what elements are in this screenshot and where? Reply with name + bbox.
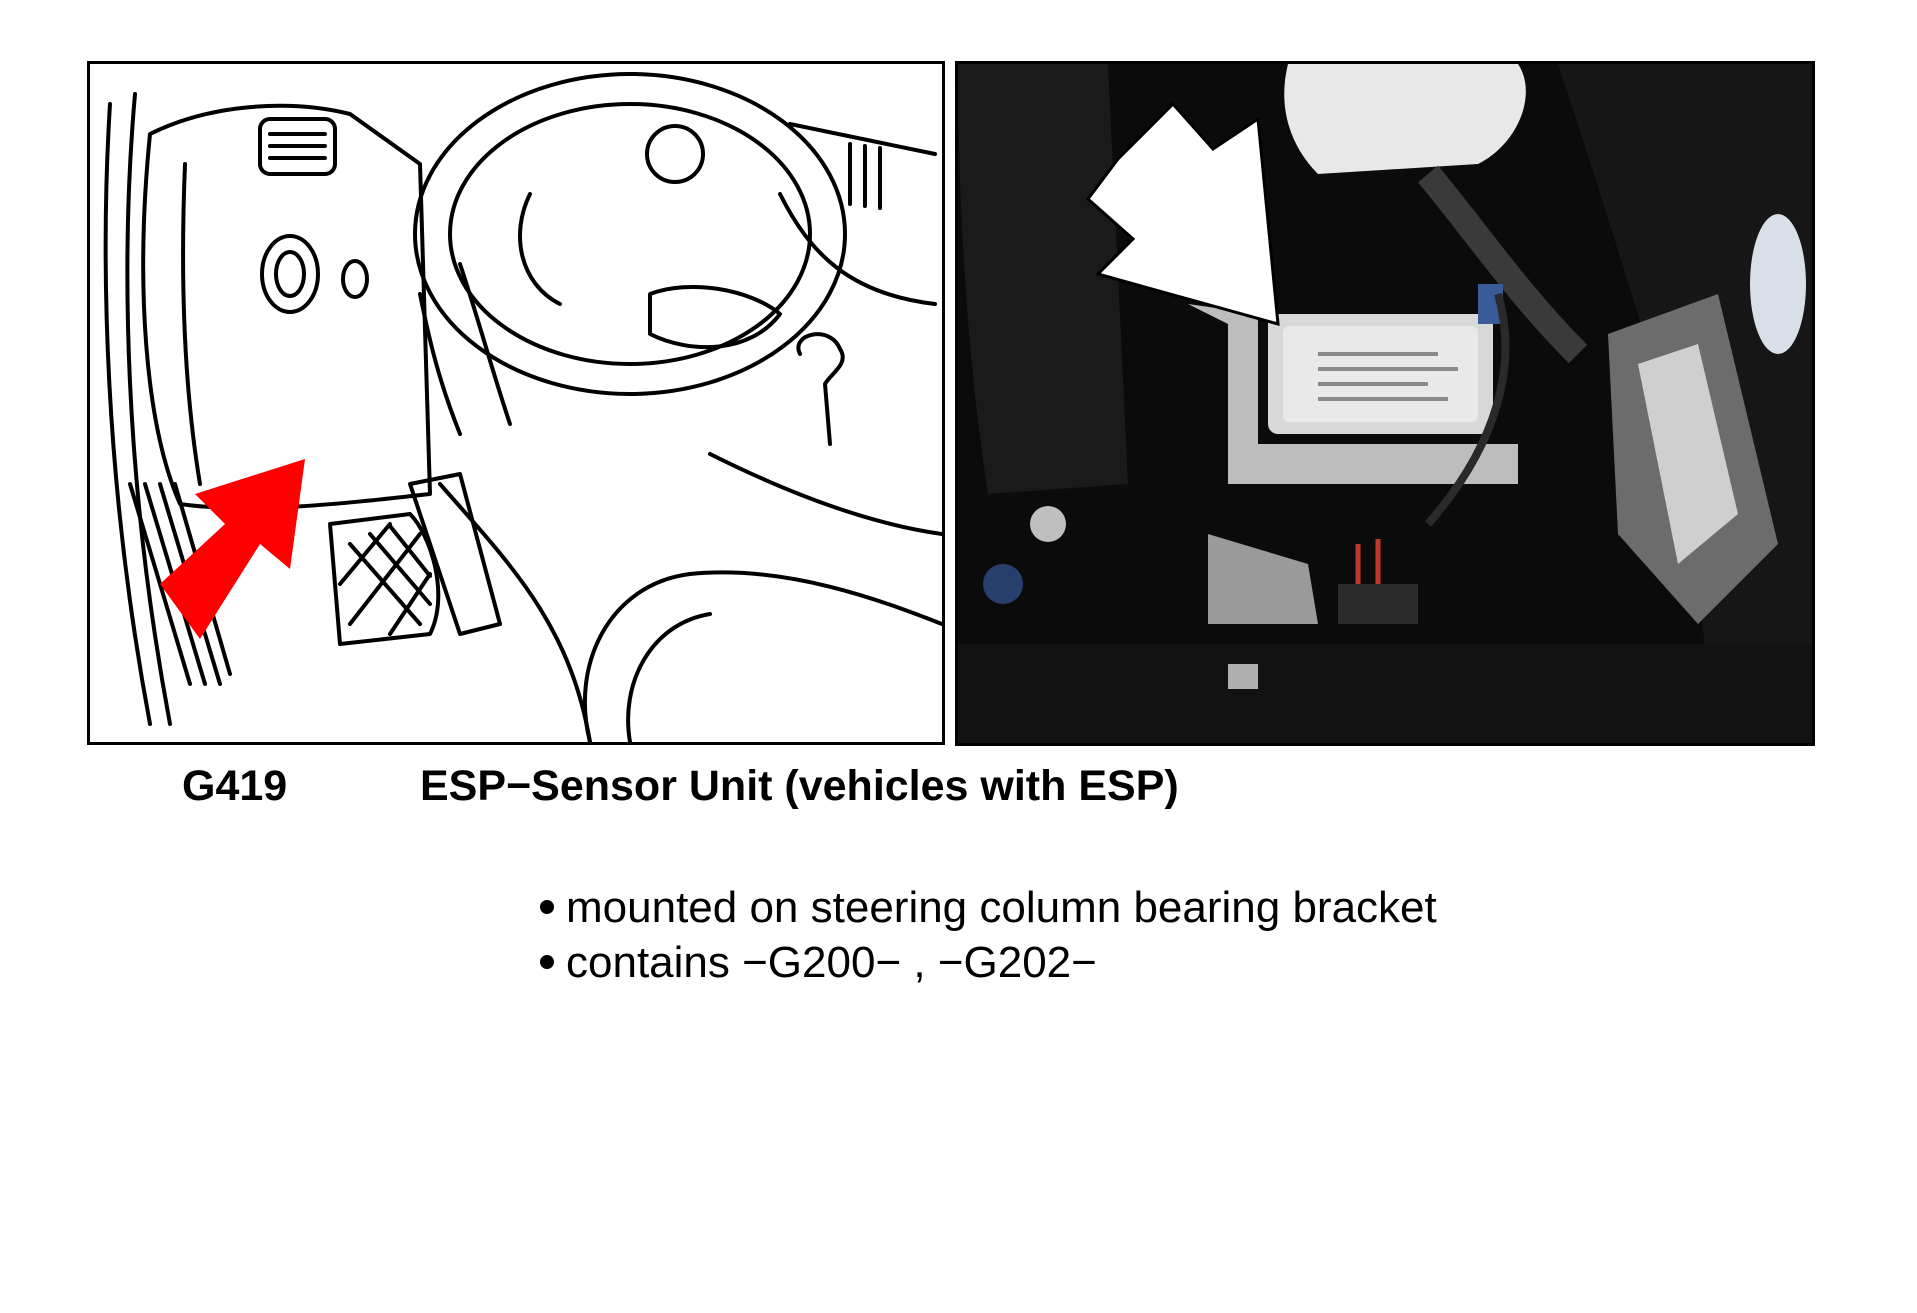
white-location-arrow xyxy=(1085,101,1280,327)
component-code: G419 xyxy=(182,762,288,810)
bullet-icon xyxy=(540,900,554,915)
component-title: ESP−Sensor Unit (vehicles with ESP) xyxy=(420,762,1179,810)
dashboard-line-drawing xyxy=(87,61,945,745)
list-item: contains −G200− , −G202− xyxy=(540,935,1437,990)
note-text: contains −G200− , −G202− xyxy=(566,938,1097,987)
photo-illustration xyxy=(958,64,1812,743)
notes-list: mounted on steering column bearing brack… xyxy=(540,880,1437,990)
list-item: mounted on steering column bearing brack… xyxy=(540,880,1437,935)
note-text: mounted on steering column bearing brack… xyxy=(566,883,1437,932)
dashboard-illustration xyxy=(103,72,942,742)
sensor-location-photo xyxy=(955,61,1815,746)
red-location-arrow xyxy=(160,459,305,639)
bullet-icon xyxy=(540,955,554,970)
